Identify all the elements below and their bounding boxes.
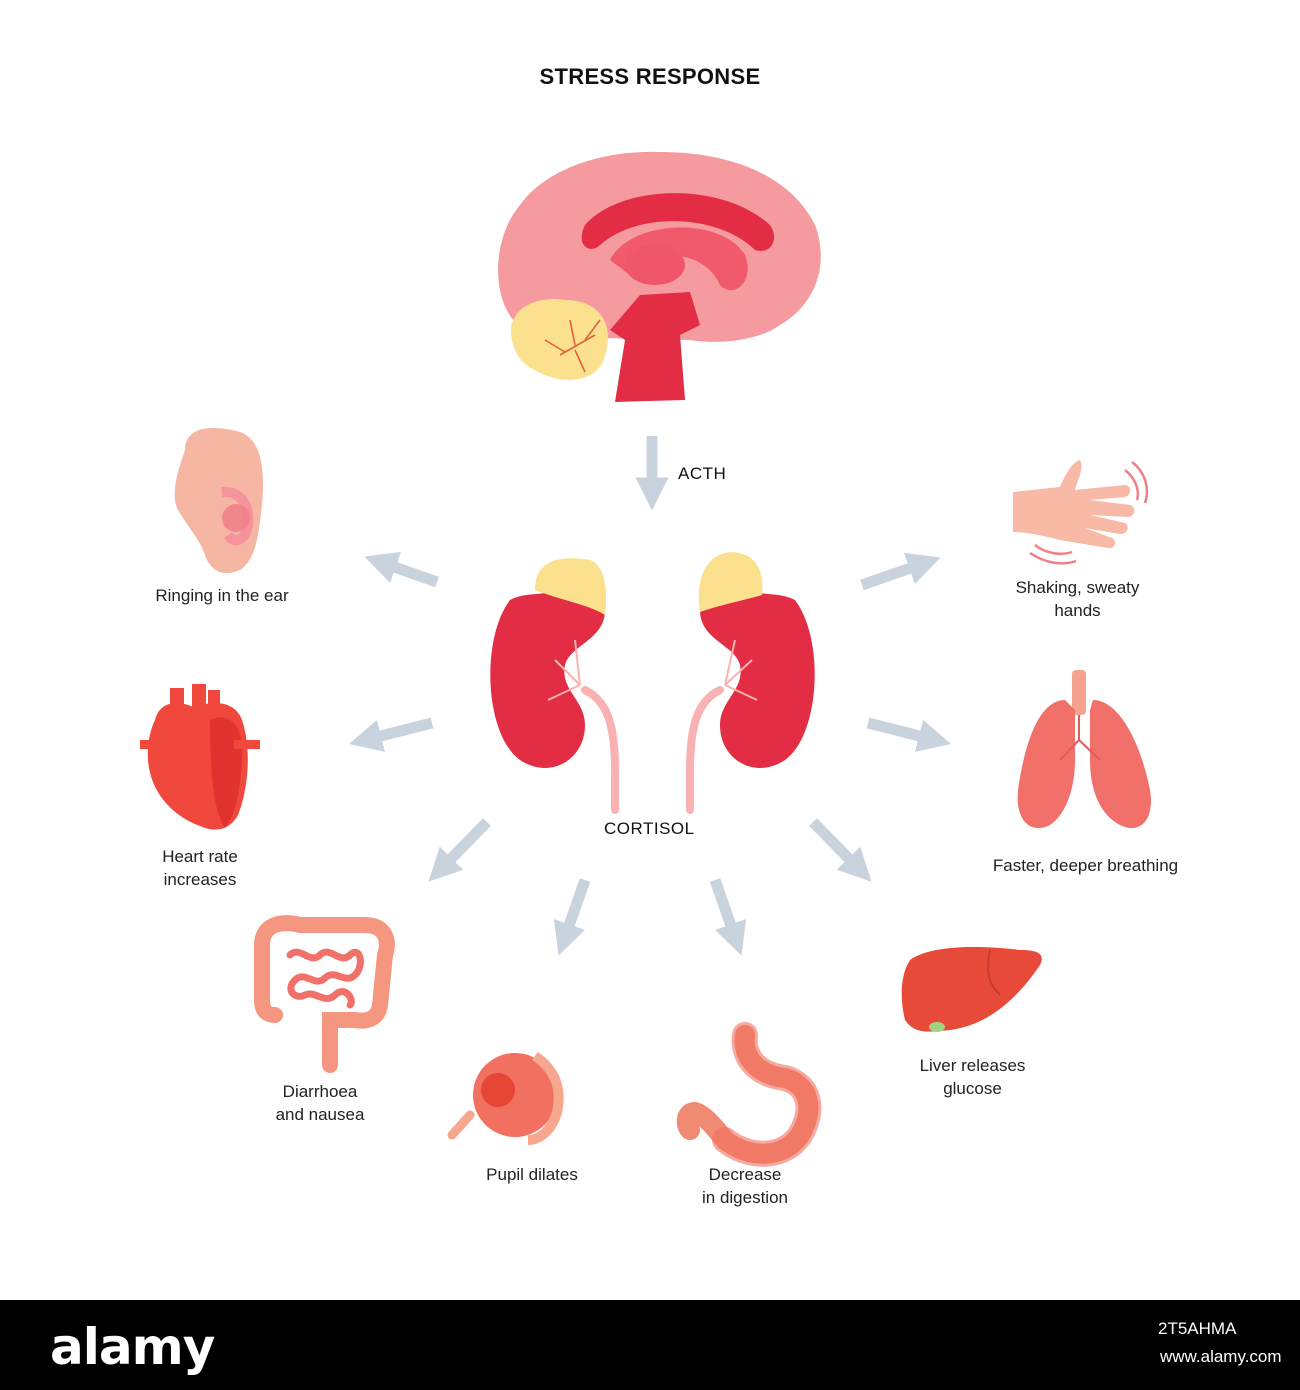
illustration	[140, 151, 1151, 1167]
hand-icon	[1013, 460, 1149, 565]
arrow-to-ear	[364, 551, 439, 588]
liver-label-line1: Liver releases	[919, 1056, 1026, 1075]
ear-icon	[174, 427, 263, 574]
arrow-to-liver	[809, 818, 872, 882]
intestine-label: Diarrhoea and nausea	[250, 1080, 390, 1126]
hands-label-line1: Shaking, sweaty	[1015, 578, 1140, 597]
lungs-icon	[1017, 670, 1151, 829]
eye-icon	[447, 1051, 564, 1145]
diagram-title: STRESS RESPONSE	[539, 64, 761, 89]
arrow-to-hands	[860, 552, 941, 591]
stomach-label-line2: in digestion	[701, 1188, 788, 1207]
eye-label: Pupil dilates	[486, 1165, 578, 1184]
site-url: www.alamy.com	[1160, 1347, 1282, 1366]
arrow-to-eye	[553, 878, 591, 956]
stomach-icon	[676, 1022, 822, 1167]
intestine-label-line2: and nausea	[275, 1105, 365, 1124]
stomach-label: Decrease in digestion	[675, 1163, 815, 1209]
effect-arrows	[349, 551, 951, 956]
ear-label: Ringing in the ear	[155, 586, 289, 605]
liver-label-line2: glucose	[943, 1079, 1002, 1098]
watermark-footer	[0, 1300, 1300, 1390]
lungs-label: Faster, deeper breathing	[992, 856, 1179, 875]
heart-label-line1: Heart rate	[162, 847, 238, 866]
stomach-label-line1: Decrease	[708, 1165, 782, 1184]
heart-label-line2: increases	[163, 870, 237, 889]
intestine-label-line1: Diarrhoea	[282, 1082, 358, 1101]
brain-icon	[498, 151, 821, 402]
heart-label: Heart rate increases	[130, 845, 270, 891]
cortisol-label: CORTISOL	[604, 819, 695, 838]
image-id: 2T5AHMA	[1158, 1319, 1237, 1338]
hands-label: Shaking, sweaty hands	[985, 576, 1170, 622]
acth-label: ACTH	[678, 464, 727, 483]
arrow-to-intestine	[428, 818, 491, 882]
intestine-icon	[254, 915, 395, 1073]
arrow-to-heart	[349, 717, 434, 752]
kidneys-icon	[490, 552, 815, 814]
arrow-to-stomach	[709, 878, 747, 956]
arrow-to-lungs	[866, 717, 951, 752]
alamy-logo: alamy	[50, 1318, 215, 1376]
liver-label: Liver releases glucose	[900, 1054, 1045, 1100]
liver-icon	[901, 947, 1042, 1032]
hands-label-line2: hands	[1054, 601, 1101, 620]
heart-icon	[140, 684, 260, 830]
